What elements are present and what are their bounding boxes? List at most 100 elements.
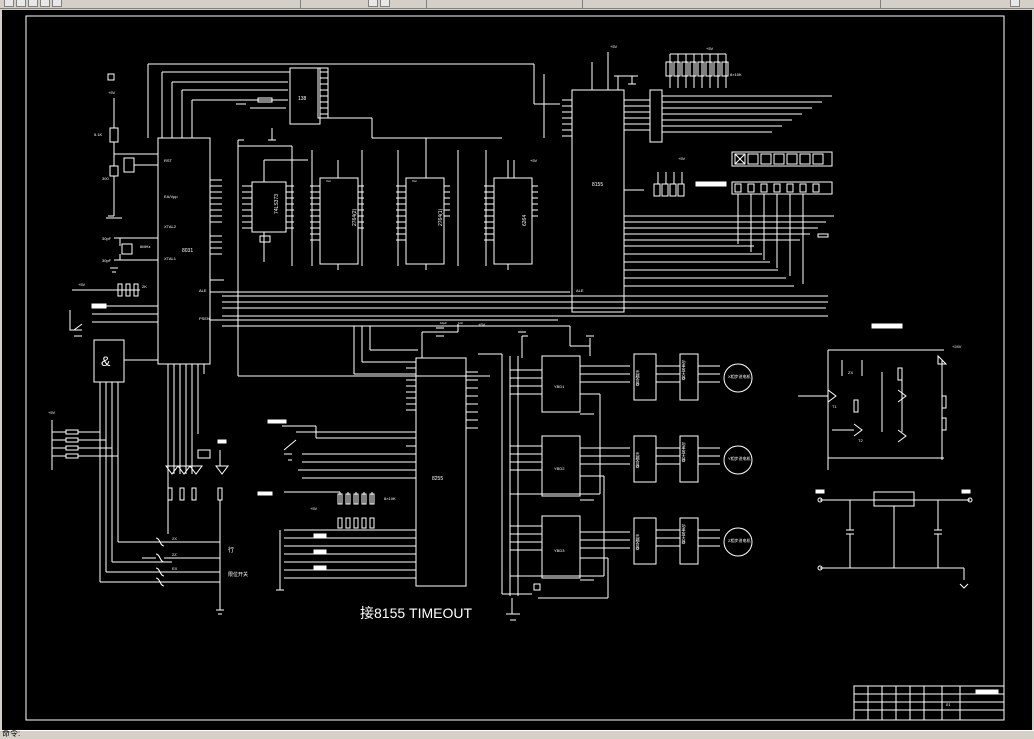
vcc-label-left: +5V	[108, 90, 116, 95]
disp-vcc: +5V	[706, 46, 714, 51]
cpu-8031: 8031 RST EA/Vpp XTAL2 XTAL1 ALE PSEN	[157, 137, 222, 374]
timeout-label: 接8155 TIMEOUT	[360, 605, 472, 621]
q1-label: T1	[832, 404, 837, 409]
io-8155: 8155 ALE +5V	[562, 44, 834, 313]
driver-common-wires	[509, 331, 594, 596]
io8155-vcc: +5V	[610, 44, 618, 49]
cursor-icon[interactable]	[368, 0, 378, 7]
cap-label-1: 30pF	[102, 236, 112, 241]
toolbar-separator	[426, 0, 427, 8]
disp-vcc-2: +5V	[678, 156, 686, 161]
keyboard-block: 8×10K +5V	[257, 419, 416, 591]
xtal2-pin: XTAL2	[164, 224, 177, 229]
vcc-label-in: +5V	[78, 282, 86, 287]
amp-y: 功率放大器	[682, 441, 687, 463]
optocoupler-x: 光耦合器	[636, 369, 641, 387]
new-file-icon[interactable]	[4, 0, 14, 7]
limit-label-2: 2Z	[172, 552, 177, 557]
res-5k-label: 5.1K	[94, 132, 103, 137]
cap-1nf: 1nF	[458, 321, 463, 325]
sram-label: 6264	[522, 215, 528, 226]
sram-6264: 6264 +5V	[484, 150, 538, 270]
optocoupler-z: 光耦合器	[636, 533, 641, 551]
eprom2-label: 2764(2)	[352, 208, 358, 226]
stepper-driver-z: YBD3 光耦合器 功率放大器 Z相步进电机	[510, 515, 753, 599]
limit-label-1: 2X	[172, 536, 177, 541]
toolbar-separator	[582, 0, 583, 8]
command-prompt: 命令:	[2, 729, 21, 738]
save-icon[interactable]	[28, 0, 38, 7]
stepper-driver-x: YBD1 光耦合器 功率放大器 X相步进电机	[510, 353, 753, 495]
timeout-ground	[506, 598, 520, 621]
q2-label: T2	[858, 438, 863, 443]
ale-pin: ALE	[199, 288, 207, 293]
optocoupler-y: 光耦合器	[636, 451, 641, 469]
limit-switch-label: 限位开关	[228, 571, 248, 578]
command-line[interactable]: 命令:	[0, 729, 1034, 738]
io-8255: 8255 10μF 1nF +5V	[353, 321, 532, 595]
xtal1-pin: XTAL1	[164, 256, 177, 261]
toolbar-separator	[300, 0, 301, 8]
rst-pin: RST	[164, 158, 173, 163]
and-gate-symbol: &	[101, 353, 111, 369]
key-res-label: 8×10K	[384, 496, 396, 501]
y-motor-label: Y相步进电机	[728, 455, 751, 461]
eprom-2764-2: 2764(2) Vcc	[310, 150, 364, 270]
eprom1-label: 2764(1)	[438, 208, 444, 226]
bus-wires	[147, 63, 828, 377]
key-vcc: +5V	[310, 506, 318, 511]
ybd2-label: YBD2	[554, 466, 565, 471]
decoder-138: 138	[289, 67, 329, 125]
eprom-2764-1: 2764(1) Vcc	[396, 138, 459, 270]
zx-label: ZX	[848, 370, 853, 375]
cap-label-2: 30pF	[102, 258, 112, 263]
limit-switch-block: 2X 2Z EX 行 限位开关	[142, 374, 248, 615]
io8155-ale: ALE	[576, 288, 584, 293]
pan-icon[interactable]	[380, 0, 390, 7]
eprom1-vcc: Vcc	[412, 179, 418, 183]
supply-24v: +24V	[952, 344, 962, 349]
title-block: 01	[853, 685, 1005, 721]
eprom2-vcc: Vcc	[326, 179, 332, 183]
z-motor-label: Z相步进电机	[728, 537, 750, 543]
limit-label-3: EX	[172, 566, 178, 571]
res-300-label: 300	[102, 176, 109, 181]
amp-x: 功率放大器	[682, 359, 687, 381]
print-icon[interactable]	[40, 0, 50, 7]
io8255-vcc: +5V	[478, 322, 486, 327]
decoder-label: 138	[298, 96, 307, 102]
row-label: 行	[228, 546, 234, 554]
psen-pin: PSEN	[199, 316, 210, 321]
latch-74ls373: 74LS373	[238, 145, 308, 266]
latch-label: 74LS373	[274, 194, 280, 214]
vcc-label-gate: +5V	[48, 410, 56, 415]
drawing-frame	[25, 15, 1005, 721]
io8255-label: 8255	[432, 476, 443, 482]
cap-10uf: 10μF	[440, 321, 447, 325]
sheet-number: 01	[946, 702, 951, 707]
drawing-canvas[interactable]: 8031 RST EA/Vpp XTAL2 XTAL1 ALE PSEN +5V…	[2, 10, 1032, 730]
toolbar	[0, 0, 1034, 9]
regulator-circuit	[815, 489, 973, 589]
cpu-label: 8031	[182, 248, 193, 254]
res-2k-label: 2K	[142, 284, 147, 289]
sram-vcc: +5V	[530, 158, 538, 163]
and-gate: & +5V	[48, 339, 220, 583]
undo-icon[interactable]	[52, 0, 62, 7]
input-switch-block: +5V 2K	[69, 282, 158, 337]
zoom-icon[interactable]	[1010, 0, 1020, 7]
reset-circuit: +5V 5.1K 300 6MHz 30pF 30pF	[94, 73, 158, 273]
ybd1-label: YBD1	[554, 384, 565, 389]
toolbar-separator	[880, 0, 881, 8]
x-motor-label: X相步进电机	[728, 373, 751, 379]
stepper-driver-y: YBD2 光耦合器 功率放大器 Y相步进电机	[510, 435, 753, 577]
disp-res-label: 8×10K	[730, 72, 742, 77]
open-file-icon[interactable]	[16, 0, 26, 7]
ybd3-label: YBD3	[554, 548, 565, 553]
amp-z: 功率放大器	[682, 523, 687, 545]
display-block: +5V 8×10K +5V	[649, 46, 833, 284]
osc-label: 6MHz	[140, 244, 150, 249]
io8155-label: 8155	[592, 182, 603, 188]
schematic-drawing: 8031 RST EA/Vpp XTAL2 XTAL1 ALE PSEN +5V…	[25, 15, 1005, 721]
ea-pin: EA/Vpp	[164, 194, 178, 199]
